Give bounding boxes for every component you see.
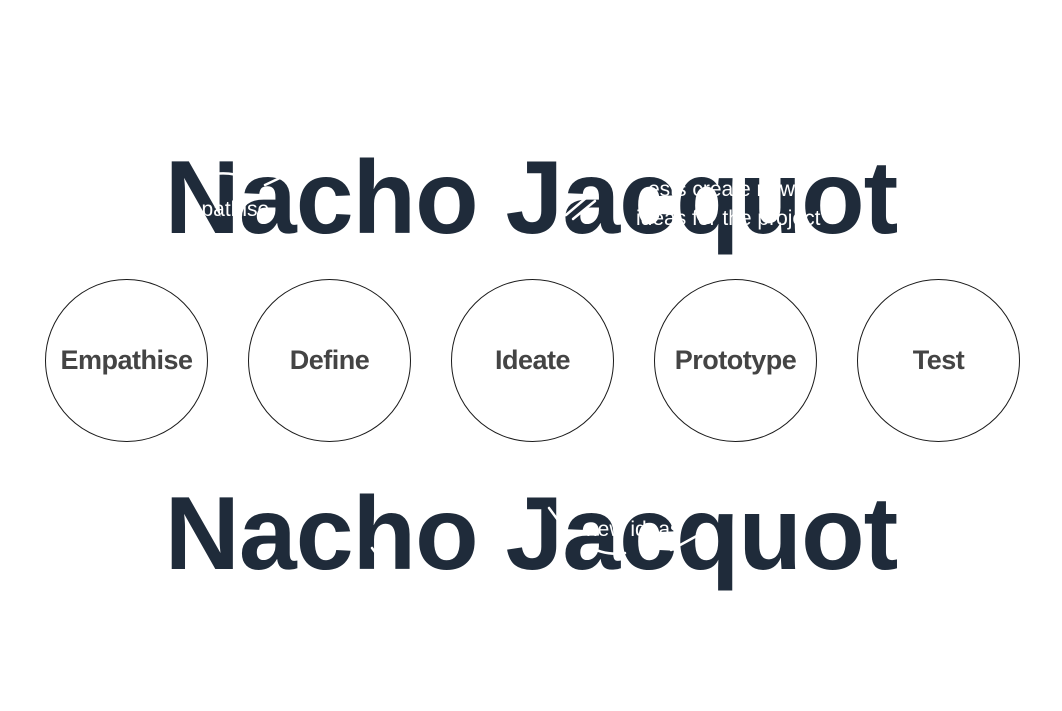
note-new-ideas: new ideas xyxy=(586,518,681,541)
white-stroke xyxy=(370,546,386,566)
note-ideas-line-1: ests create new xyxy=(648,178,796,201)
step-circle-ideate[interactable]: Ideate xyxy=(451,279,614,442)
white-stroke xyxy=(564,196,588,217)
step-circle-test[interactable]: Test xyxy=(857,279,1020,442)
note-empathise: mpathise xyxy=(184,198,270,221)
step-label: Prototype xyxy=(674,345,797,375)
step-circle-empathise[interactable]: Empathise xyxy=(45,279,208,442)
white-stroke xyxy=(571,199,597,221)
white-stroke xyxy=(586,544,627,555)
white-stroke xyxy=(547,506,565,529)
step-label: Empathise xyxy=(60,345,193,375)
background-title-top: Nacho Jacquot xyxy=(164,140,898,256)
step-circle-prototype[interactable]: Prototype xyxy=(654,279,817,442)
step-label: Test xyxy=(912,345,965,375)
step-label: Ideate xyxy=(494,345,571,375)
step-label: Define xyxy=(289,345,370,375)
note-ideas-line-2: ideas for the project xyxy=(636,207,821,230)
white-stroke xyxy=(669,530,706,552)
white-stroke xyxy=(840,170,863,187)
white-stroke xyxy=(263,174,286,187)
background-title-bottom: Nacho Jacquot xyxy=(164,476,898,592)
step-circle-define[interactable]: Define xyxy=(248,279,411,442)
white-stroke xyxy=(204,172,248,180)
